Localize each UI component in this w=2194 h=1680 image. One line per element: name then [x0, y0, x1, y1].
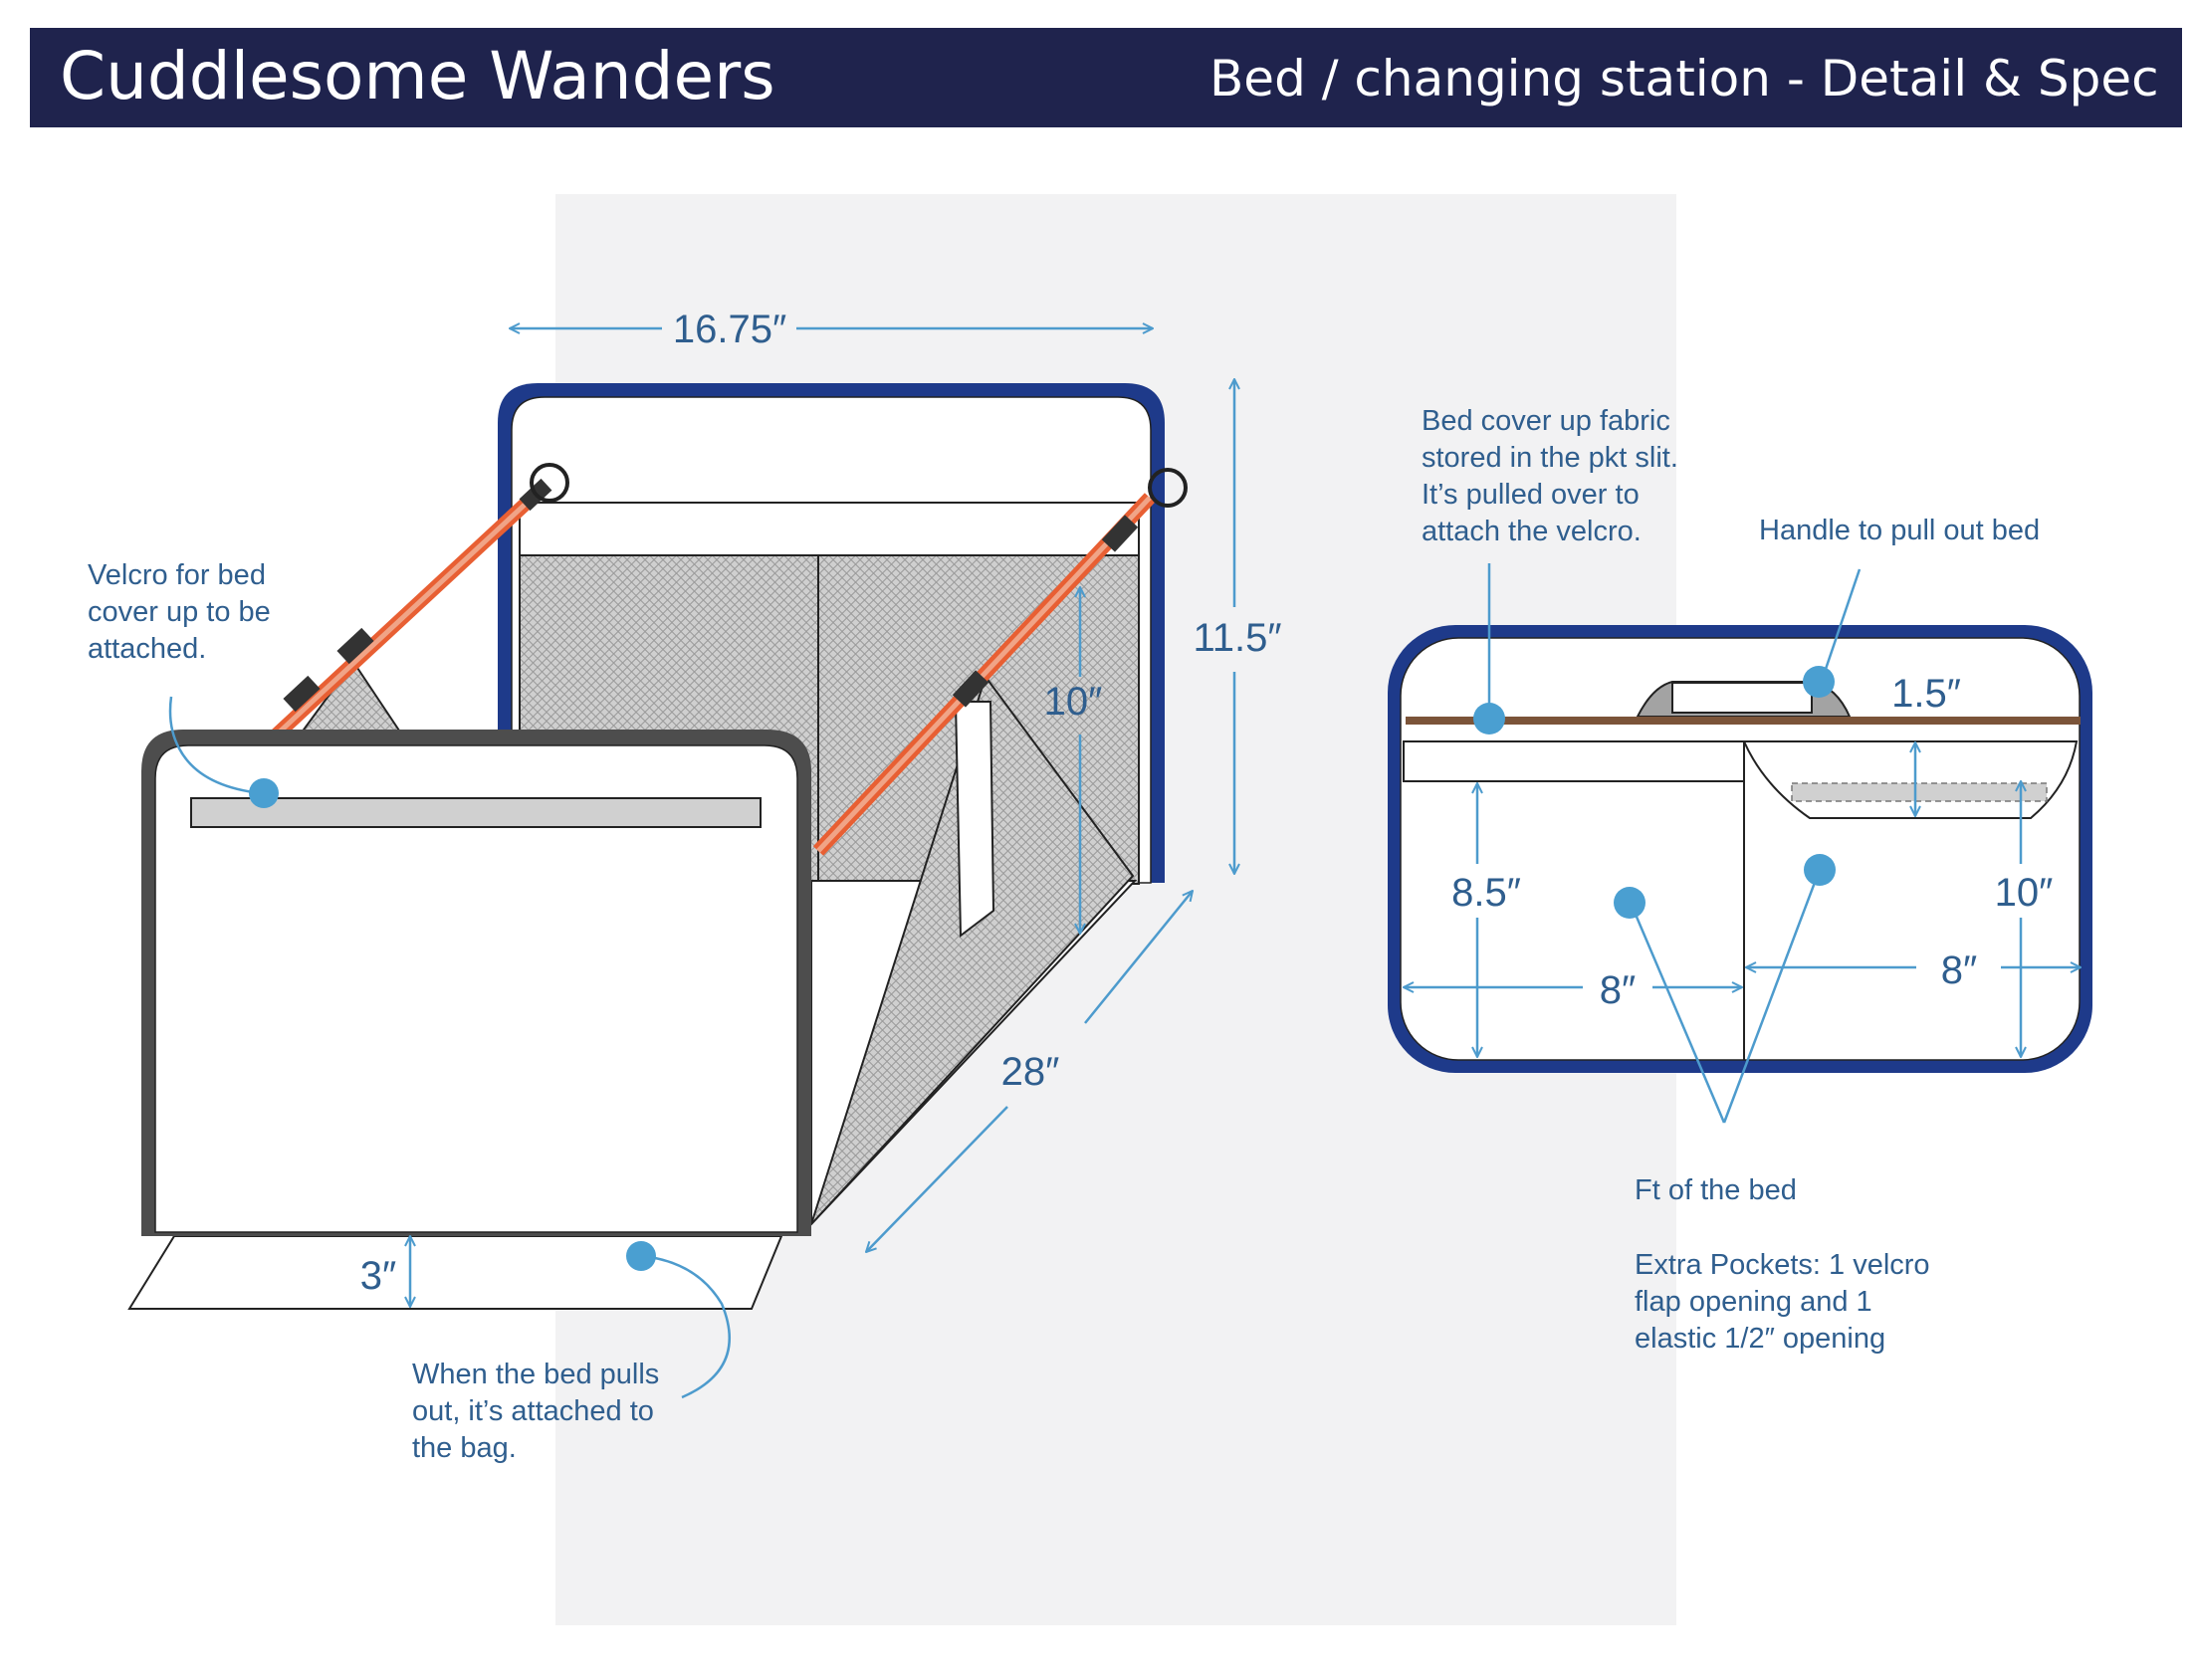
right-width-label: 8″ — [1941, 948, 1977, 992]
left-dimensions: 16.75″ 11.5″ 10″ 28″ 3″ — [360, 308, 1282, 1307]
handle-strap — [1671, 682, 1813, 714]
bed-side-mesh — [810, 674, 1135, 1225]
left-d-ring — [530, 463, 569, 503]
slit-dimension-label: 1.5″ — [1891, 672, 1961, 716]
attach-note: When the bed pulls out, it’s attached to… — [412, 1359, 667, 1464]
right-d-ring — [1148, 468, 1188, 508]
velcro-strap — [954, 701, 995, 938]
page-subtitle: Bed / changing station - Detail & Spec — [1209, 50, 2159, 107]
velcro-note: Velcro for bed cover up to be attached. — [88, 559, 279, 665]
attach-callout-dot — [626, 1241, 656, 1271]
header-banner: Cuddlesome Wanders Bed / changing statio… — [30, 28, 2182, 127]
left-callouts: Velcro for bed cover up to be attached. … — [88, 559, 731, 1464]
pocket-slit-divider — [1406, 717, 2081, 725]
left-width-label: 8″ — [1600, 968, 1636, 1012]
velcro-callout-dot — [249, 778, 279, 808]
left-pocket-flap — [1403, 740, 1745, 782]
front-panel-inner — [154, 744, 798, 1233]
left-foot-dot — [1614, 887, 1646, 919]
right-foot-dot — [1804, 854, 1836, 886]
pockets-note: Extra Pockets: 1 velcro flap opening and… — [1635, 1249, 1938, 1355]
brand-title: Cuddlesome Wanders — [60, 38, 775, 114]
right-pocket — [1742, 740, 2079, 819]
interior-band — [519, 502, 1140, 556]
cover-note: Bed cover up fabric stored in the pkt sl… — [1422, 405, 1686, 547]
elastic-strip — [1791, 782, 2048, 802]
height-label: 11.5″ — [1193, 616, 1281, 660]
right-callouts: Bed cover up fabric stored in the pkt sl… — [1422, 405, 2040, 1355]
handle-callout-dot — [1803, 666, 1835, 698]
width-label: 16.75″ — [673, 308, 786, 351]
feet-note: Ft of the bed — [1635, 1174, 1797, 1206]
velcro-strip — [190, 797, 762, 828]
depth-label: 28″ — [1001, 1050, 1060, 1094]
bed-base — [127, 1235, 783, 1310]
handle-note: Handle to pull out bed — [1759, 515, 2040, 546]
base-height-label: 3″ — [360, 1254, 396, 1298]
right-height-label: 10″ — [1995, 871, 2054, 915]
cover-callout-dot — [1473, 703, 1505, 735]
right-dimensions: 1.5″ 8.5″ 10″ 8″ 8″ — [1404, 672, 2081, 1057]
bed-top-view — [1388, 625, 2092, 1073]
left-height-label: 8.5″ — [1451, 871, 1521, 915]
inner-height-label: 10″ — [1044, 680, 1103, 724]
bag-illustration — [127, 383, 1188, 1310]
